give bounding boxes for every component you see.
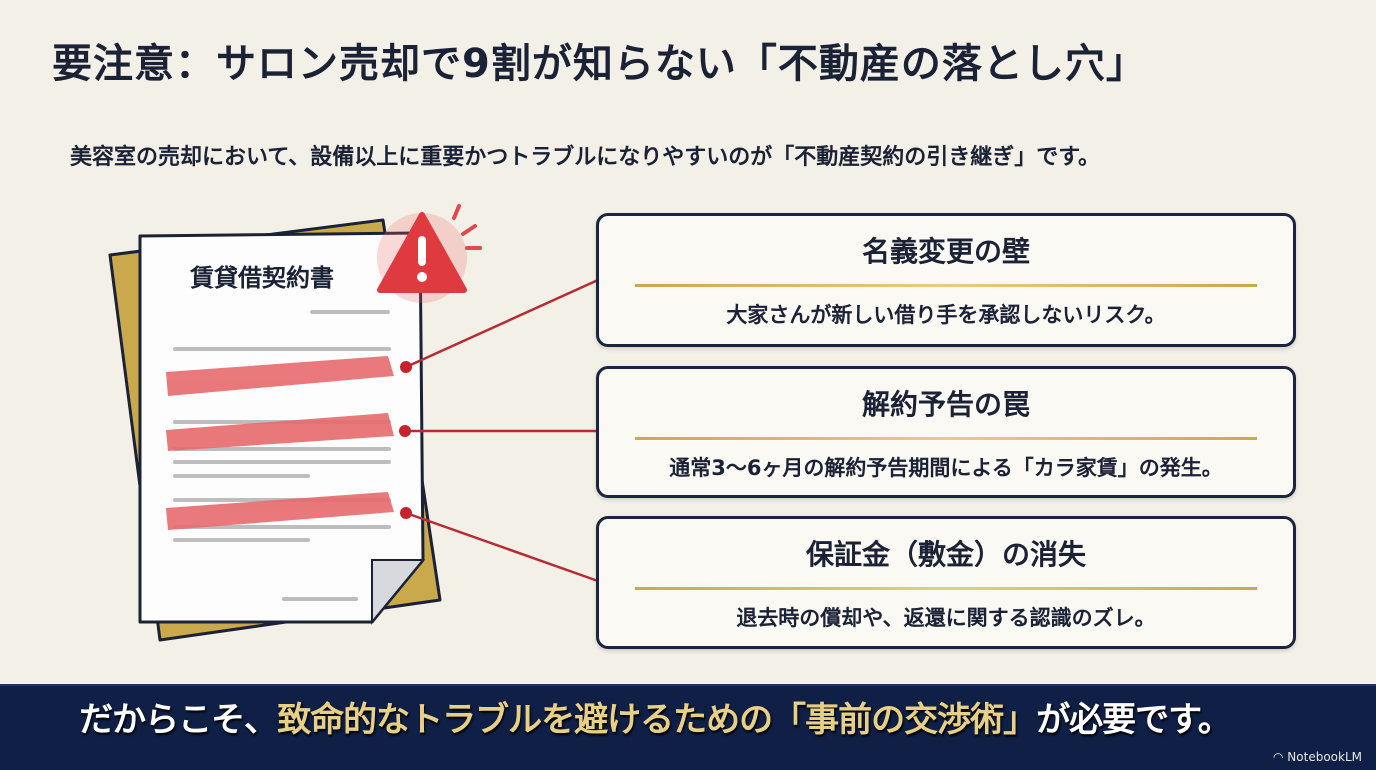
card-text: 退去時の償却や、返還に関する認識のズレ。	[736, 606, 1156, 630]
card-title: 保証金（敷金）の消失	[805, 538, 1086, 571]
brand-watermark: ◠ NotebookLM	[1273, 750, 1362, 764]
card-text: 通常3〜6ヶ月の解約予告期間による「カラ家賃」の発生。	[669, 456, 1223, 480]
footer-message: だからこそ、致命的なトラブルを避けるための「事前の交渉術」が必要です。	[60, 700, 1250, 740]
contract-illustration: 賃貸借契約書	[108, 204, 599, 642]
footer-banner: だからこそ、致命的なトラブルを避けるための「事前の交渉術」が必要です。 ◠ No…	[0, 684, 1376, 770]
footer-pre: だからこそ、	[79, 700, 278, 740]
document-title: 賃貸借契約書	[189, 264, 334, 292]
gold-divider	[635, 587, 1257, 590]
footer-post: が必要です。	[1036, 700, 1232, 740]
connector-dots	[399, 361, 412, 519]
gold-divider	[635, 284, 1257, 287]
card-cancellation-notice: 解約予告の罠 通常3〜6ヶ月の解約予告期間による「カラ家賃」の発生。	[596, 366, 1296, 498]
card-title: 名義変更の壁	[861, 235, 1030, 268]
card-deposit-loss: 保証金（敷金）の消失 退去時の償却や、返還に関する認識のズレ。	[596, 516, 1296, 649]
highlight-marks	[166, 356, 394, 530]
card-text: 大家さんが新しい借り手を承認しないリスク。	[726, 303, 1166, 327]
gold-divider	[635, 437, 1257, 440]
footer-highlight: 致命的なトラブルを避けるための「事前の交渉術」	[277, 700, 1037, 740]
warning-triangle-icon	[377, 204, 482, 303]
notebooklm-icon: ◠	[1273, 750, 1288, 764]
card-name-change: 名義変更の壁 大家さんが新しい借り手を承認しないリスク。	[596, 213, 1296, 347]
card-title: 解約予告の罠	[861, 388, 1030, 421]
brand-label: NotebookLM	[1287, 750, 1362, 764]
intro-text: 美容室の売却において、設備以上に重要かつトラブルになりやすいのが「不動産契約の引…	[70, 145, 1101, 170]
page-title: 要注意：サロン売却で9割が知らない「不動産の落とし穴」	[52, 41, 1147, 87]
connector-lines	[405, 278, 599, 583]
